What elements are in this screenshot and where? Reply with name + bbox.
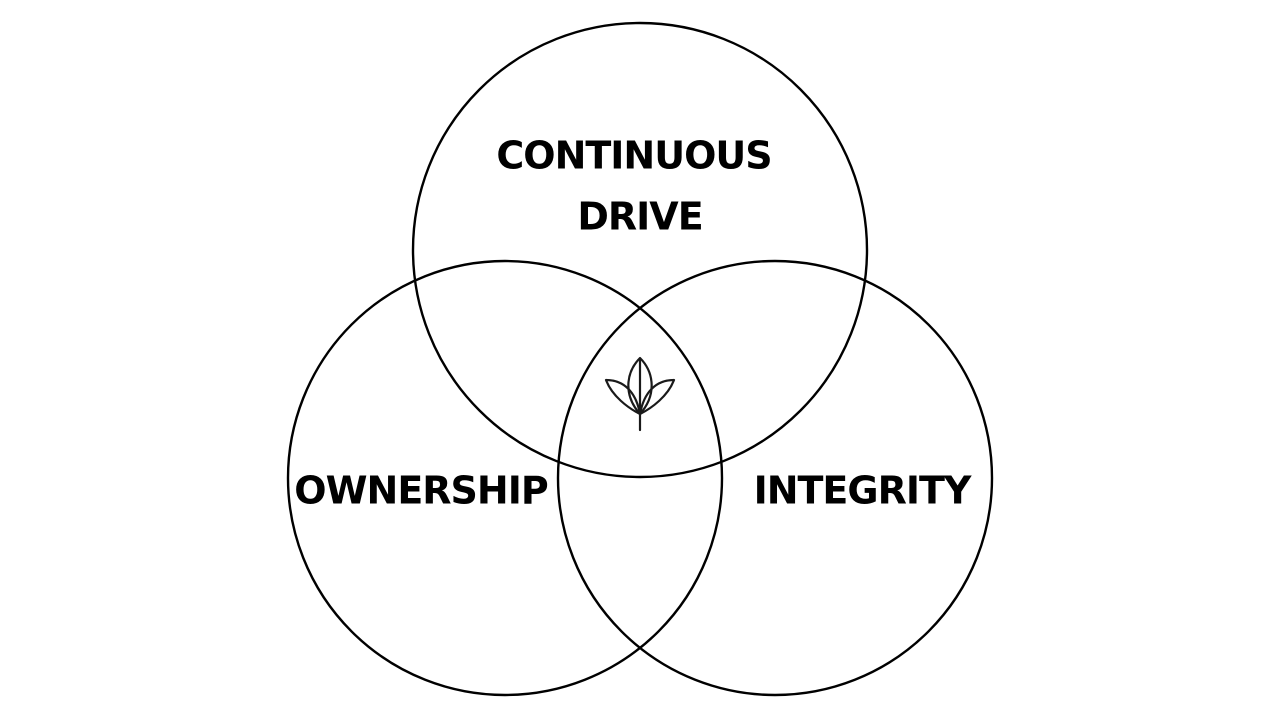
label-integrity: INTEGRITY xyxy=(754,469,972,513)
circle-continuous-drive xyxy=(411,21,869,479)
label-continuous-drive-line-1: CONTINUOUS xyxy=(496,134,771,178)
circle-integrity xyxy=(556,259,994,697)
label-continuous-drive-line-2: DRIVE xyxy=(577,195,702,239)
leaf-sprout-icon xyxy=(604,356,676,432)
label-ownership: OWNERSHIP xyxy=(294,469,548,513)
circle-ownership xyxy=(286,259,724,697)
